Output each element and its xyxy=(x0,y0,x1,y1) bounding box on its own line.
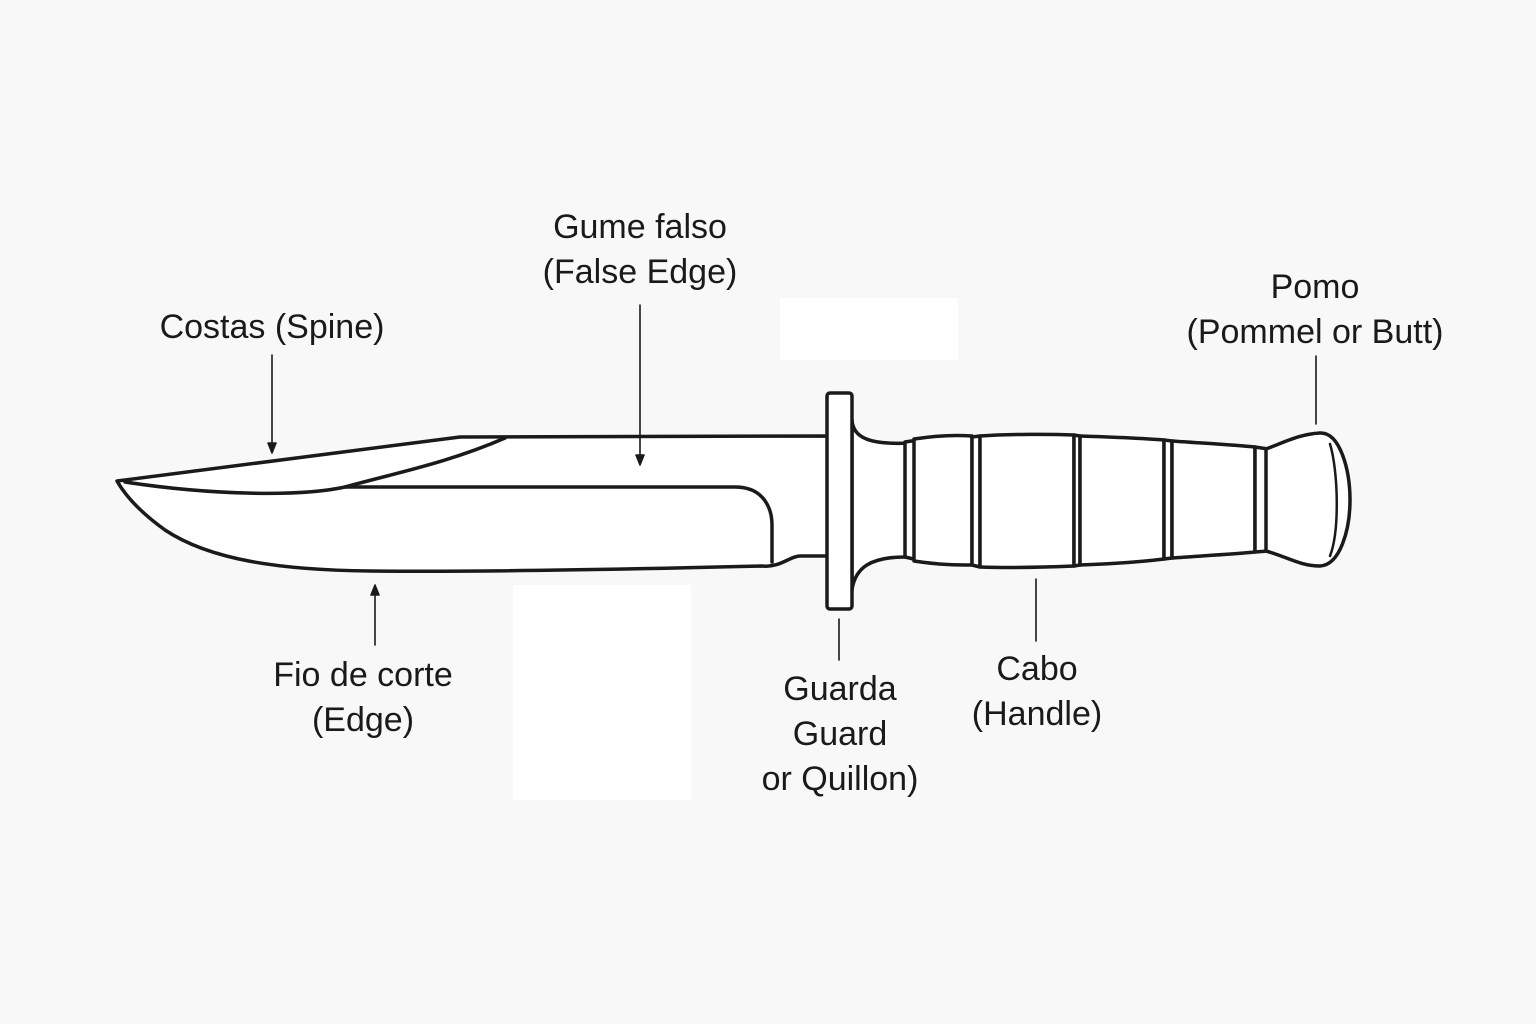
guard-label-line2: Guard xyxy=(792,715,888,753)
spine-label-line1: Costas (Spine) xyxy=(159,308,385,346)
leader-lines xyxy=(267,304,1317,661)
spine-label: Costas (Spine) xyxy=(122,305,422,350)
edge-label-line2: (Edge) xyxy=(311,701,415,739)
arrowhead xyxy=(635,454,645,466)
blade xyxy=(115,434,832,574)
blade-outline xyxy=(115,434,832,574)
edge-label-line1: Fio de corte xyxy=(273,656,453,694)
guard-label-line1: Guarda xyxy=(783,670,897,708)
arrowhead xyxy=(370,584,380,596)
handle-label: Cabo (Handle) xyxy=(937,647,1137,737)
background-patch xyxy=(780,298,958,360)
pommel-inner-line xyxy=(1328,442,1339,558)
bolster xyxy=(850,418,912,592)
handle-ring-2 xyxy=(912,433,974,567)
handle xyxy=(903,432,1270,570)
guard-plate xyxy=(825,391,854,611)
guard-label-line3: or Quillon) xyxy=(761,760,919,798)
false-edge-label-line2: (False Edge) xyxy=(542,253,738,291)
background-patch xyxy=(513,585,691,800)
pommel xyxy=(1264,431,1352,568)
handle-ring-6 xyxy=(1078,434,1166,567)
pommel-label: Pomo (Pommel or Butt) xyxy=(1165,265,1465,355)
handle-ring-4 xyxy=(978,432,1076,570)
guard-label: Guarda Guard or Quillon) xyxy=(720,667,960,802)
handle-label-line1: Cabo xyxy=(996,650,1078,688)
pommel-label-line1: Pomo xyxy=(1270,268,1360,306)
false-edge-label: Gume falso (False Edge) xyxy=(500,205,780,295)
guard xyxy=(825,391,912,611)
edge-label: Fio de corte (Edge) xyxy=(223,653,503,743)
false-edge-label-line1: Gume falso xyxy=(553,208,727,246)
handle-ring-8 xyxy=(1170,439,1257,560)
arrowhead xyxy=(267,442,277,454)
fuller-groove xyxy=(343,485,774,564)
pommel-label-line2: (Pommel or Butt) xyxy=(1186,313,1444,351)
handle-label-line2: (Handle) xyxy=(971,695,1103,733)
